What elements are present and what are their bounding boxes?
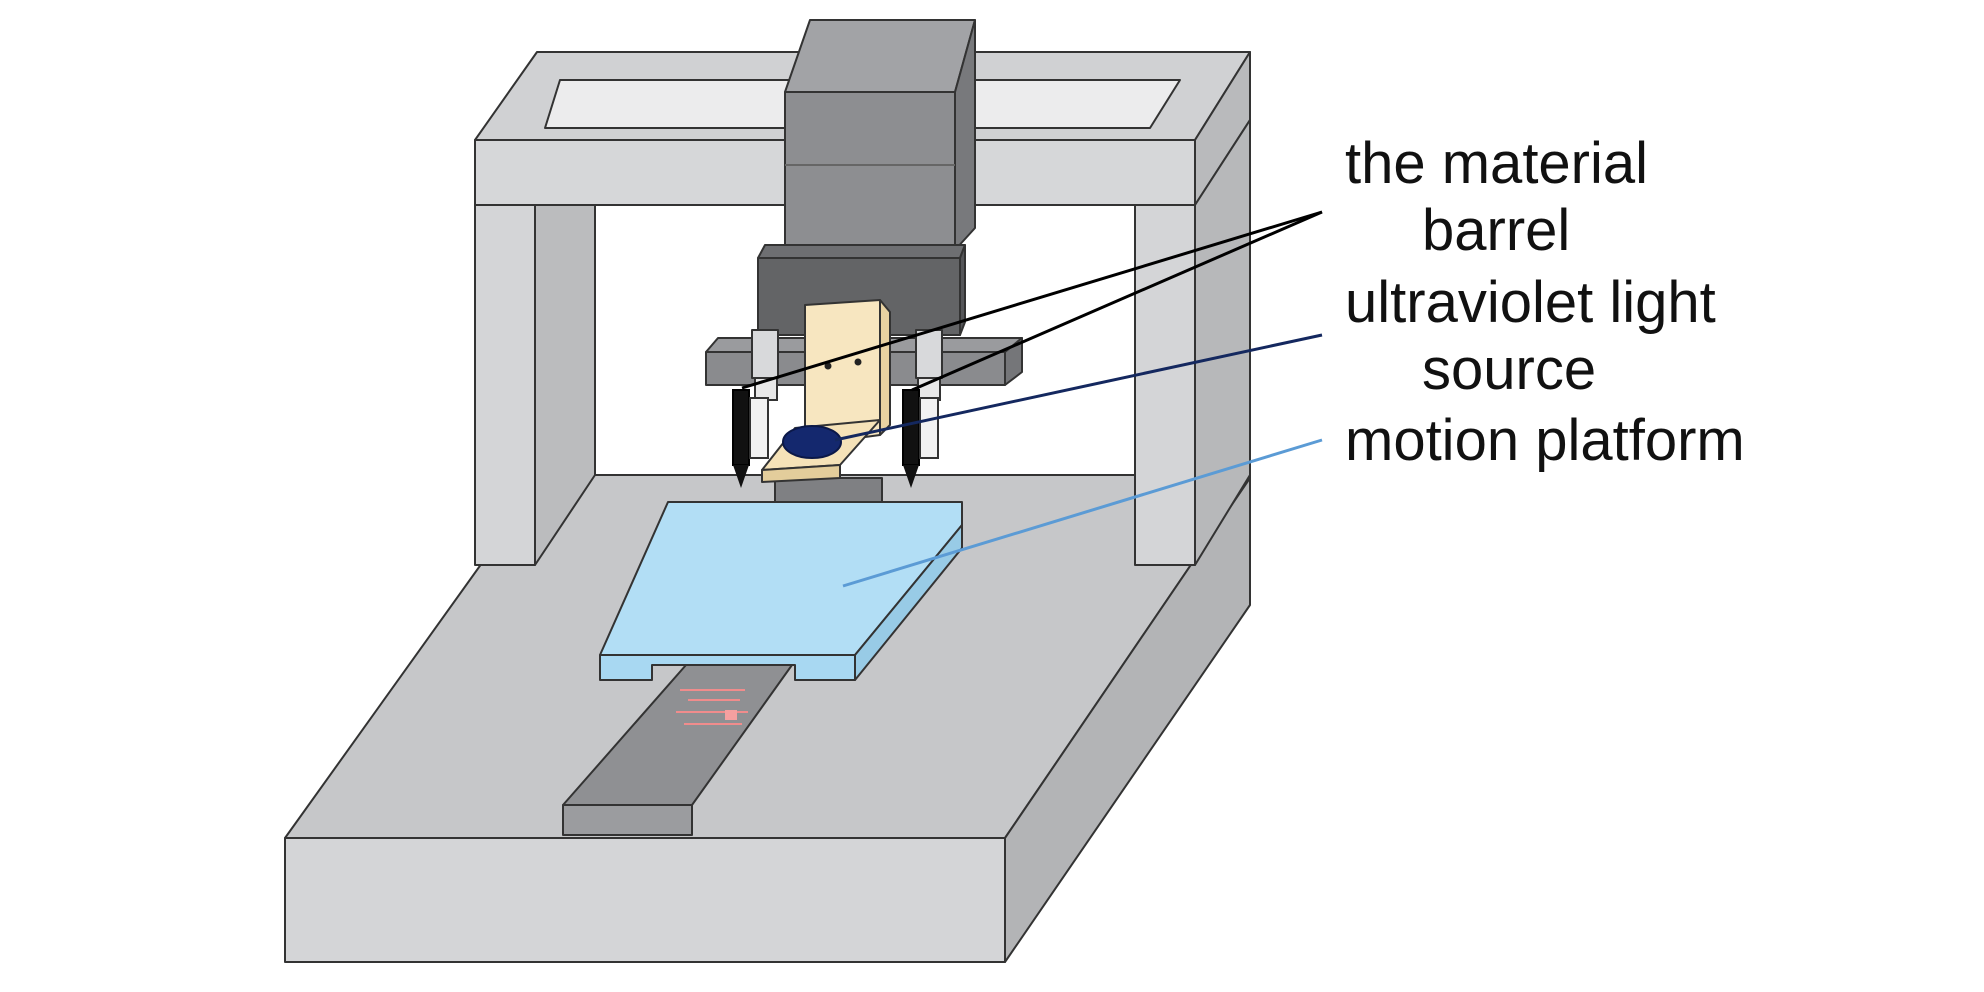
label-uv-source-line2: source: [1422, 337, 1596, 402]
uv-mount-side: [879, 299, 891, 436]
frame-right-leg-side: [1194, 119, 1251, 566]
label-motion-platform: motion platform: [1345, 408, 1745, 473]
uv-mount-screw: [854, 358, 862, 366]
barrel-right-sleeve: [919, 397, 939, 459]
material-barrel-left: [732, 329, 779, 488]
label-uv-source-line1: ultraviolet light: [1345, 270, 1716, 335]
uv-lamp-icon: [782, 425, 842, 459]
rail-end: [562, 804, 693, 836]
head-block-side: [959, 244, 966, 336]
z-axis-motor: [784, 19, 976, 251]
uv-light-mount: [761, 299, 891, 483]
motor-front: [784, 91, 956, 251]
barrel-left-body: [732, 389, 750, 466]
leader-lines: [741, 210, 1323, 588]
label-material-barrel-line2: barrel: [1422, 198, 1570, 263]
uv-mount-bottom-edge: [761, 464, 841, 483]
frame-left-leg-front: [474, 204, 536, 566]
barrel-left-sleeve: [749, 397, 769, 459]
motor-top: [784, 19, 976, 93]
barrel-right-clamp: [915, 329, 943, 379]
label-material-barrel-line1: the material: [1345, 131, 1648, 196]
barrel-leader-line-right: [911, 210, 1323, 392]
barrel-right-tip: [903, 465, 919, 488]
platform-right-face: [854, 524, 963, 681]
y-axis-rail: [562, 664, 793, 836]
base-right-face: [1004, 477, 1251, 963]
uv-mount-screw: [824, 362, 832, 370]
barrel-left-tip: [733, 465, 749, 488]
frame-left-leg-side: [534, 204, 596, 566]
motion-platform: [599, 501, 963, 681]
barrel-left-clamp: [751, 329, 779, 379]
callout-labels: the material barrel ultraviolet light so…: [1345, 131, 1745, 473]
barrel-leader-line-left: [741, 210, 1323, 390]
crossbar-side: [1004, 337, 1023, 386]
platform-leader-line: [842, 438, 1323, 588]
head-carriage: [774, 477, 883, 503]
base-front-face: [284, 837, 1006, 963]
uv-source-leader-line: [834, 333, 1323, 442]
barrel-right-body: [902, 389, 920, 466]
motor-side: [954, 19, 976, 251]
rail-laser-marks: [676, 689, 748, 725]
head-block-top: [757, 244, 966, 259]
